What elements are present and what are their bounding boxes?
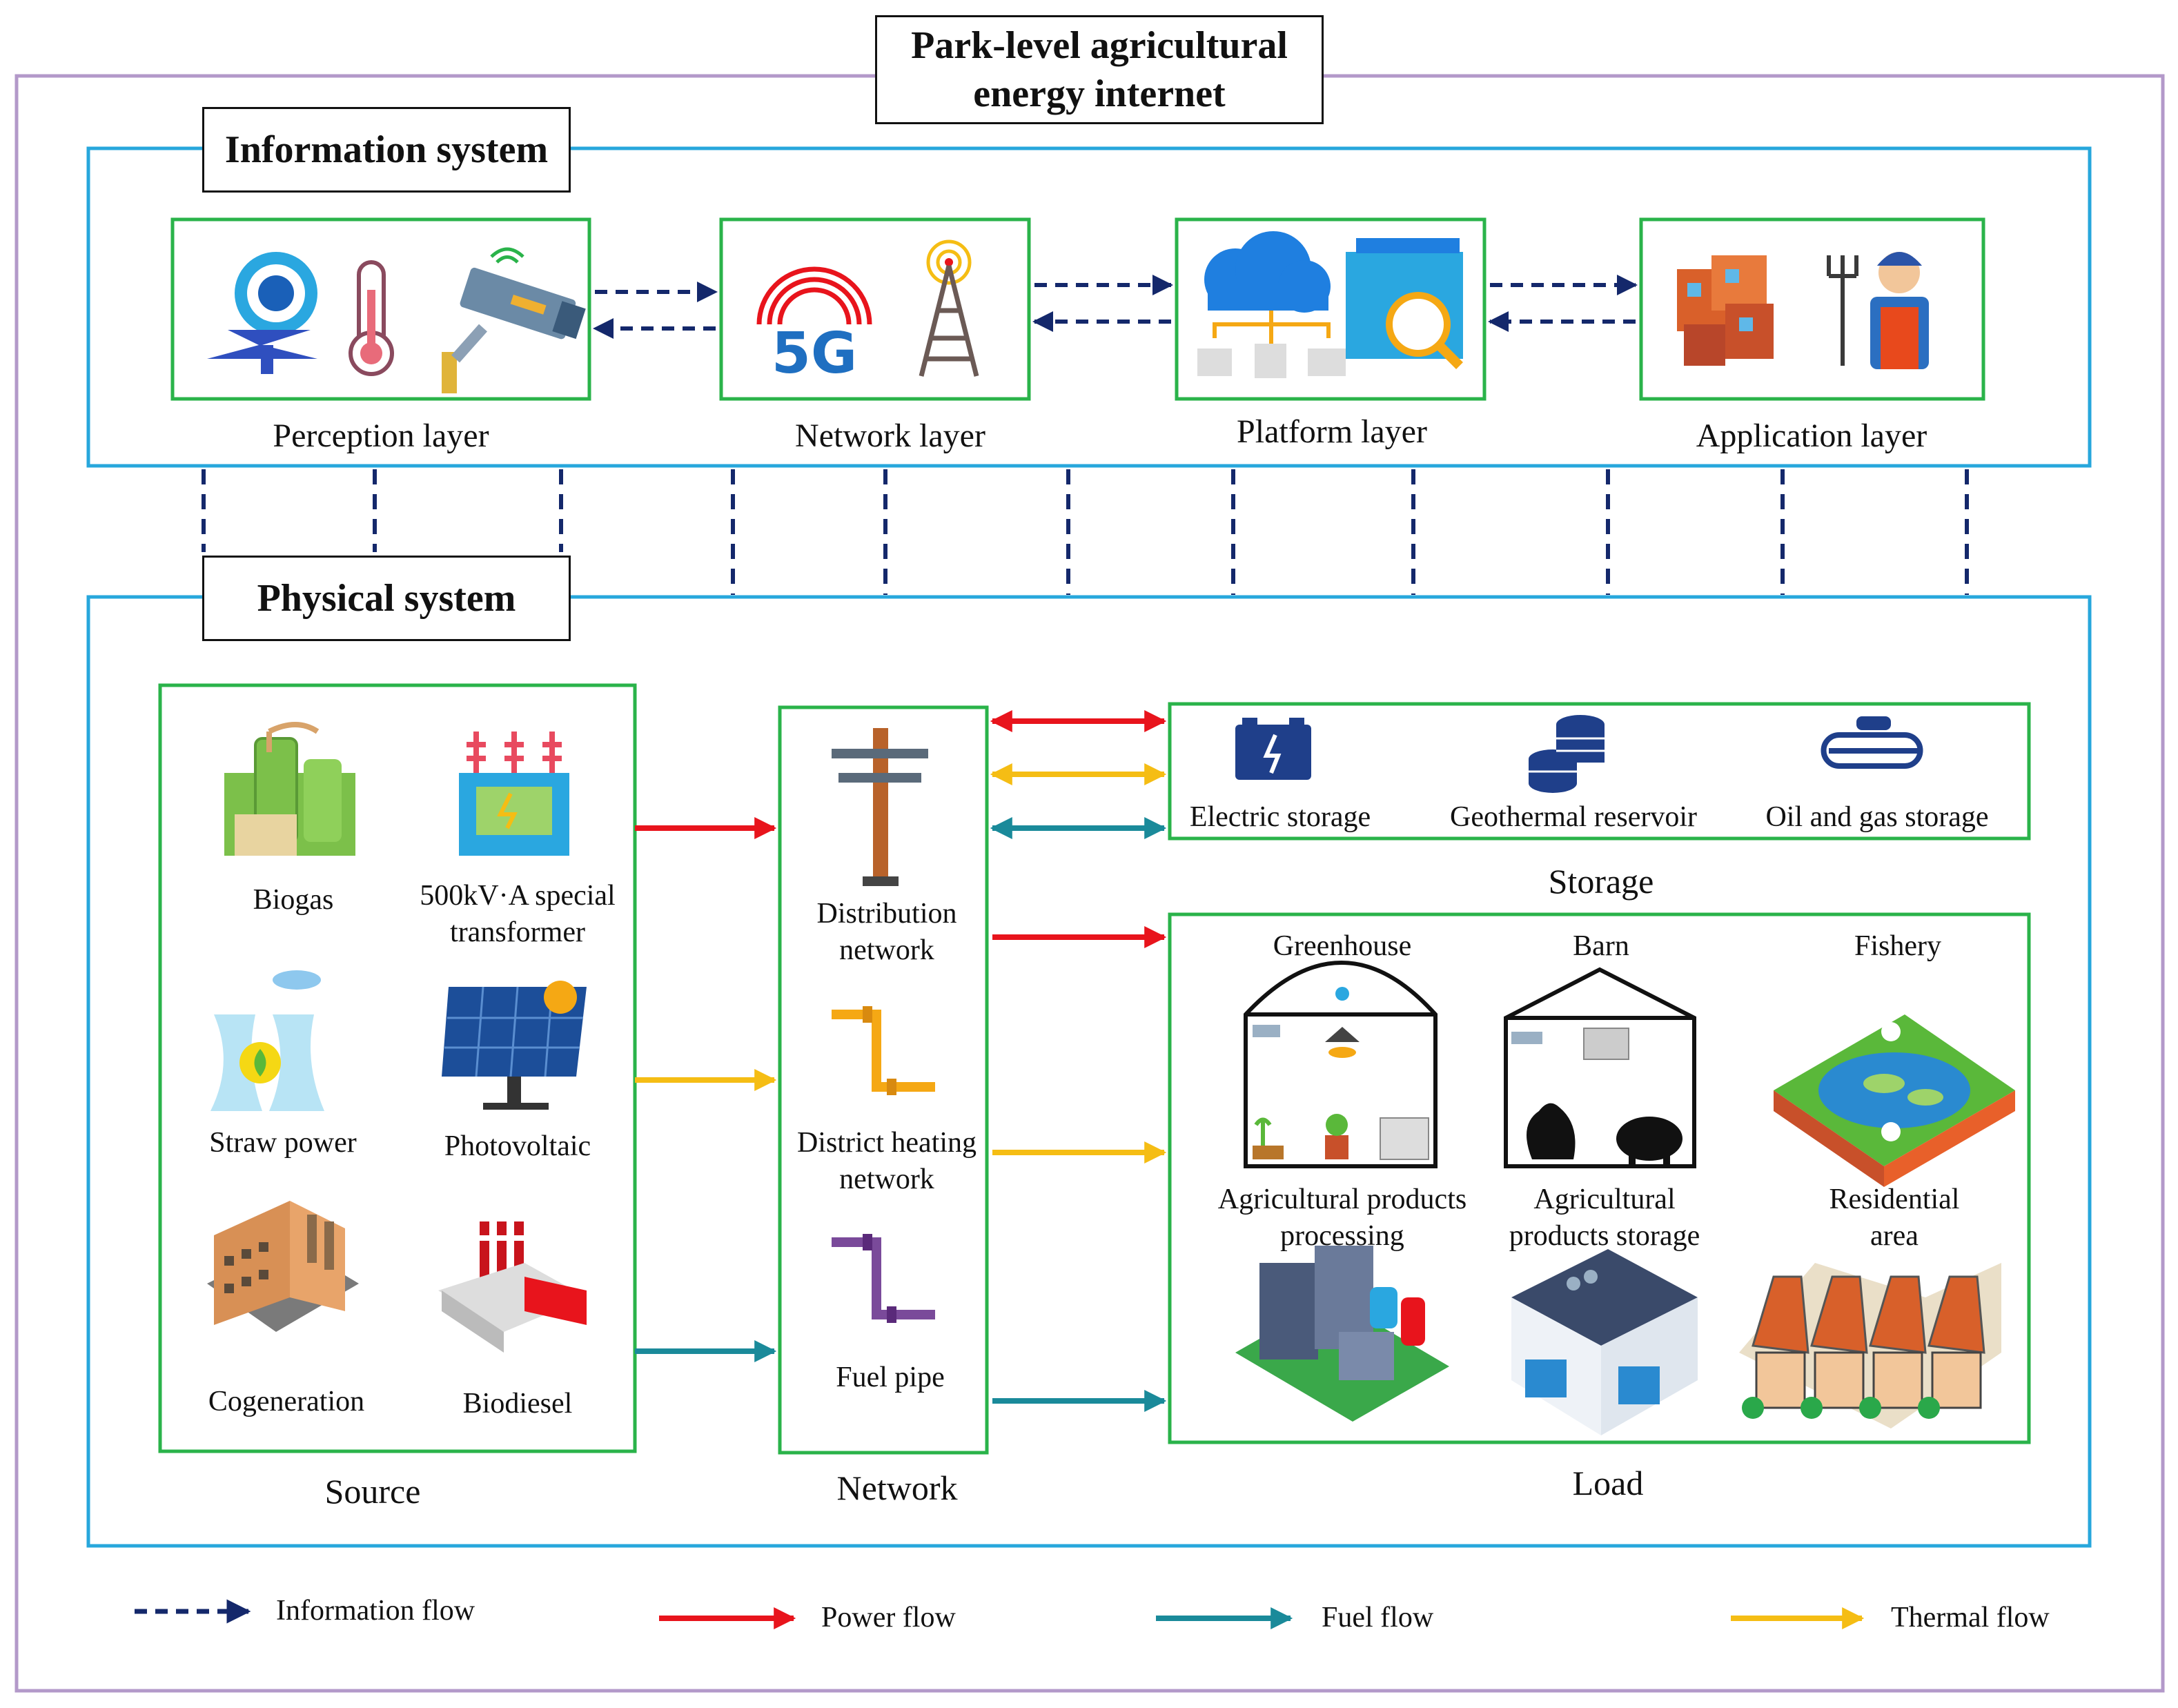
main-title-text: Park-level agricultural energy internet <box>911 24 1288 115</box>
network-title: Network <box>836 1469 958 1507</box>
source-item-cogeneration: Cogeneration <box>208 1386 365 1417</box>
source-item-photovoltaic: Photovoltaic <box>444 1130 591 1162</box>
network-layer-label: Network layer <box>795 418 985 454</box>
svg-text:5G: 5G <box>772 321 857 386</box>
cloud-server-icon <box>1197 231 1346 378</box>
load-item-barn: Barn <box>1573 930 1629 962</box>
fuel-flows <box>635 817 1167 1412</box>
biodiesel-icon <box>438 1221 587 1353</box>
source-item-transformer: 500kV·A special transformer <box>420 880 616 948</box>
power-flows <box>635 710 1167 948</box>
sensor-icon <box>207 252 317 374</box>
legend-info-flow-label: Information flow <box>276 1595 475 1627</box>
load-item-residential: Residential area <box>1829 1184 1960 1252</box>
information-system-frame <box>86 146 2092 468</box>
camera-icon <box>442 247 586 393</box>
physical-system-frame <box>86 595 2092 1548</box>
load-item-greenhouse: Greenhouse <box>1273 930 1412 962</box>
antenna-tower-icon <box>919 239 979 377</box>
vertical-info-links <box>202 469 1969 595</box>
legend-power-flow-label: Power flow <box>821 1602 956 1633</box>
platform-layer-label: Platform layer <box>1237 413 1427 450</box>
load-title: Load <box>1572 1464 1644 1502</box>
farmer-icon <box>1827 252 1929 369</box>
residential-houses-icon <box>1739 1263 2001 1429</box>
barn-icon <box>1504 967 1696 1168</box>
physical-system-title: Physical system <box>202 556 571 641</box>
storage-warehouse-icon <box>1511 1249 1698 1435</box>
distribution-pole-icon <box>832 728 928 886</box>
fuel-pipe-icon <box>832 1234 935 1323</box>
5g-icon: 5G <box>756 266 872 386</box>
network-layer-box <box>719 217 1031 401</box>
photovoltaic-icon <box>442 981 587 1110</box>
source-item-biodiesel: Biodiesel <box>462 1388 573 1420</box>
data-analysis-icon <box>1346 238 1463 369</box>
network-item-fuel-pipe: Fuel pipe <box>836 1362 945 1393</box>
load-item-fishery: Fishery <box>1854 930 1941 962</box>
source-title: Source <box>324 1472 421 1511</box>
straw-power-icon <box>210 970 324 1111</box>
thermal-flows <box>635 763 1167 1164</box>
legend-fuel-flow-label: Fuel flow <box>1322 1602 1434 1633</box>
storage-item-geothermal: Geothermal reservoir <box>1449 801 1697 833</box>
building-icon <box>1677 255 1774 366</box>
fishery-icon <box>1774 1014 2015 1187</box>
info-flow-arrows <box>593 275 1638 339</box>
storage-title: Storage <box>1548 862 1654 901</box>
heating-pipe-icon <box>832 1006 935 1095</box>
oil-gas-storage-icon <box>1821 716 1923 769</box>
main-title: Park-level agricultural energy internet <box>875 15 1324 124</box>
transformer-icon <box>459 732 569 856</box>
source-item-straw-power: Straw power <box>209 1127 357 1159</box>
geothermal-reservoir-icon <box>1529 715 1605 793</box>
information-system-title-text: Information system <box>224 128 549 171</box>
biogas-icon <box>224 722 355 856</box>
battery-icon <box>1235 718 1311 780</box>
physical-system-title-text: Physical system <box>257 577 516 620</box>
network-item-heating: District heating network <box>796 1127 977 1195</box>
legend-thermal-flow-label: Thermal flow <box>1891 1602 2050 1633</box>
perception-layer-label: Perception layer <box>273 418 489 454</box>
thermometer-icon <box>349 260 394 376</box>
load-item-products-storage: Agricultural products storage <box>1509 1184 1700 1252</box>
processing-plant-icon <box>1235 1246 1449 1422</box>
network-item-distribution: Distribution network <box>816 898 957 966</box>
storage-item-electric: Electric storage <box>1189 801 1371 833</box>
application-layer-label: Application layer <box>1696 418 1927 454</box>
source-item-biogas: Biogas <box>253 884 334 916</box>
greenhouse-icon <box>1244 961 1438 1168</box>
load-item-processing: Agricultural products processing <box>1217 1184 1467 1252</box>
storage-item-oil-gas: Oil and gas storage <box>1765 801 1989 833</box>
information-system-title: Information system <box>202 107 571 193</box>
cogeneration-icon <box>207 1201 359 1332</box>
